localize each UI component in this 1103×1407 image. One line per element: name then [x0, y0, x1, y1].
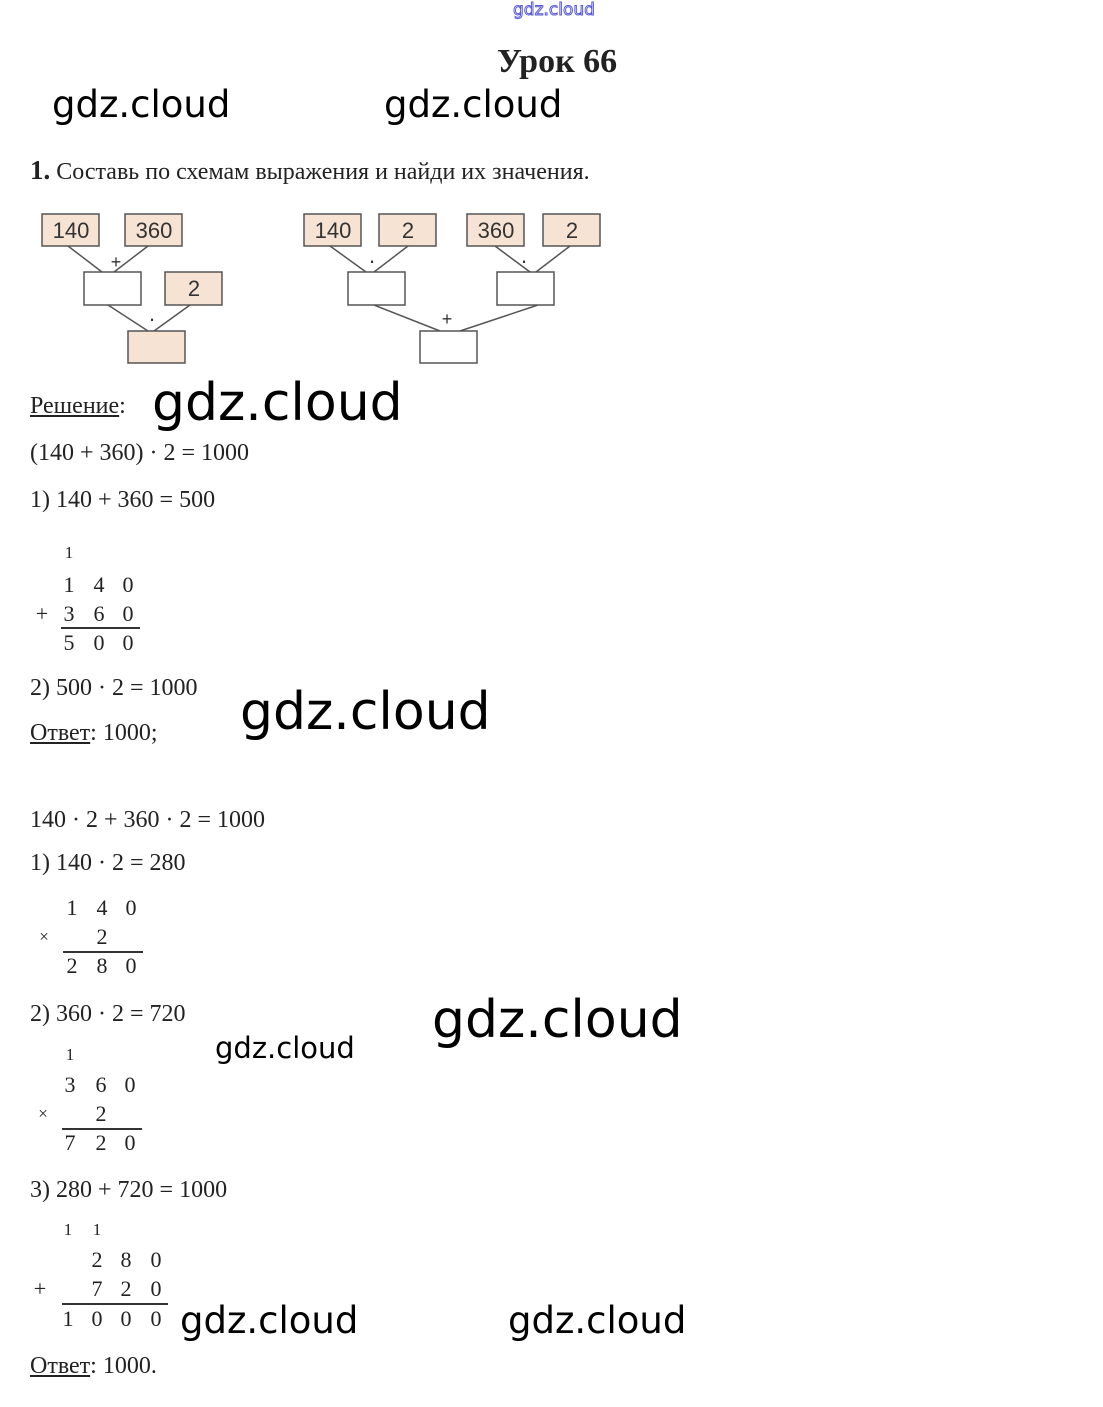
digit: 0 [124, 1130, 136, 1155]
digit: 0 [125, 895, 137, 920]
digit: 2 [96, 924, 108, 949]
digit: 2 [95, 1130, 107, 1155]
box-result [419, 330, 478, 364]
box-empty [83, 271, 142, 306]
box-140 [303, 213, 362, 247]
watermark: gdz.cloud [215, 1031, 355, 1065]
box-140 [41, 213, 100, 247]
task-number: 1. [30, 155, 51, 185]
step: 1) 140 · 2 = 280 [30, 850, 186, 876]
op: · [368, 248, 375, 273]
digit: 2 [66, 953, 78, 978]
carry-digit: 1 [63, 1220, 73, 1239]
box-2 [542, 213, 601, 247]
digit: 8 [96, 953, 108, 978]
solution-label: Решение: [30, 393, 126, 419]
digit: 0 [122, 630, 134, 655]
box-360 [466, 213, 525, 247]
digit: 7 [91, 1276, 103, 1301]
digit: 0 [93, 630, 105, 655]
watermark: gdz.cloud [180, 1299, 359, 1342]
times-sign: × [38, 1104, 48, 1123]
digit: 0 [124, 1072, 136, 1097]
op: + [442, 309, 453, 329]
op: · [148, 306, 155, 331]
digit: 0 [120, 1306, 132, 1331]
sum-line [61, 627, 140, 629]
digit: 3 [63, 601, 75, 626]
digit: 0 [122, 601, 134, 626]
step: 2) 360 · 2 = 720 [30, 1001, 186, 1027]
sum-line [62, 1303, 168, 1305]
scheme-diagrams: 140 360 + 2 · 140 2 · 360 2 · + [41, 213, 601, 364]
box-empty [496, 271, 555, 306]
digit: 0 [122, 572, 134, 597]
product-line [62, 1128, 142, 1130]
num: 2 [402, 218, 414, 243]
digit: 2 [120, 1276, 132, 1301]
watermark: gdz.cloud [508, 1299, 687, 1342]
num: 2 [188, 276, 200, 301]
digit: 2 [91, 1247, 103, 1272]
digit: 0 [150, 1276, 162, 1301]
digit: 0 [91, 1306, 103, 1331]
step: 3) 280 + 720 = 1000 [30, 1177, 228, 1203]
digit: 1 [66, 895, 78, 920]
carry-digit: 1 [64, 543, 74, 562]
step: 2) 500 · 2 = 1000 [30, 675, 198, 701]
times-sign: × [39, 927, 49, 946]
box-result [127, 330, 186, 364]
digit: 1 [62, 1306, 74, 1331]
op: + [111, 252, 122, 272]
task-text: Составь по схемам выражения и найди их з… [56, 159, 590, 185]
num: 2 [566, 218, 578, 243]
product-line [63, 951, 143, 953]
box-2 [164, 271, 223, 306]
task-heading: 1. Составь по схемам выражения и найди и… [30, 155, 590, 185]
digit: 1 [63, 572, 75, 597]
carry-digit: 1 [92, 1220, 102, 1239]
box-360 [124, 213, 183, 247]
num: 140 [315, 218, 352, 243]
digit: 2 [95, 1101, 107, 1126]
digit: 0 [150, 1306, 162, 1331]
expression: (140 + 360) · 2 = 1000 [30, 440, 250, 466]
op: · [520, 248, 527, 273]
digit: 4 [93, 572, 105, 597]
digit: 0 [150, 1247, 162, 1272]
digit: 6 [93, 601, 105, 626]
digit: 0 [125, 953, 137, 978]
answer: Ответ: 1000. [30, 1353, 157, 1379]
watermark-top: gdz.cloud [513, 0, 596, 20]
num: 360 [136, 218, 173, 243]
digit: 6 [95, 1072, 107, 1097]
digit: 7 [64, 1130, 76, 1155]
digit: 3 [64, 1072, 76, 1097]
plus-sign: + [35, 601, 49, 626]
watermark: gdz.cloud [52, 83, 231, 126]
step: 1) 140 + 360 = 500 [30, 487, 216, 513]
num: 360 [478, 218, 515, 243]
page-title: Урок 66 [497, 43, 618, 80]
watermark: gdz.cloud [240, 682, 491, 742]
expression: 140 · 2 + 360 · 2 = 1000 [30, 807, 266, 833]
watermark: gdz.cloud [432, 990, 683, 1050]
plus-sign: + [33, 1276, 47, 1301]
box-2 [378, 213, 437, 247]
digit: 8 [120, 1247, 132, 1272]
answer: Ответ: 1000; [30, 720, 158, 746]
watermark: gdz.cloud [152, 373, 403, 433]
num: 140 [53, 218, 90, 243]
digit: 5 [63, 630, 75, 655]
carry-digit: 1 [65, 1045, 75, 1064]
watermark: gdz.cloud [384, 83, 563, 126]
digit: 4 [96, 895, 108, 920]
box-empty [347, 271, 406, 306]
